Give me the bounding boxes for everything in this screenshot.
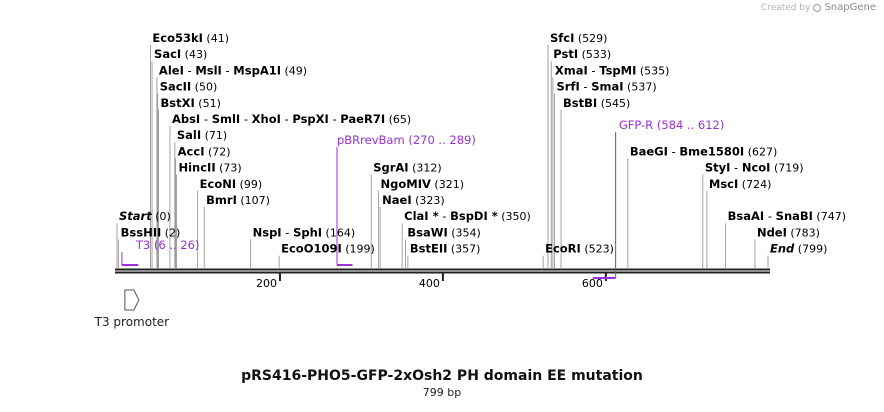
site-label: EcoO109I (199) [281,242,375,256]
site-label: AleI - MslI - MspA1I (49) [159,63,307,77]
site-xmai[interactable]: XmaI - TspMI (535) [552,63,670,268]
site-label: EcoNI (99) [200,177,263,191]
site-ecori[interactable]: EcoRI (523) [542,242,614,268]
site-label: Start (0) [119,209,171,223]
site-label: StyI - NcoI (719) [705,161,804,175]
site-sfci[interactable]: SfcI (529) [547,31,607,268]
site-srfi[interactable]: SrfI - SmaI (537) [554,80,657,268]
site-bsshii[interactable]: BssHII (2) [118,225,181,268]
site-bsteii[interactable]: BstEII (357) [407,242,481,268]
site-hincii[interactable]: HincII (73) [176,161,242,268]
site-label: MscI (724) [709,177,771,191]
site-eco53ki[interactable]: Eco53kI (41) [150,31,229,268]
site-label: SrfI - SmaI (537) [557,80,657,94]
site-bsawi[interactable]: BsaWI (354) [405,225,481,268]
site-label: NdeI (783) [757,225,820,239]
site-label: EcoRI (523) [545,242,614,256]
snapgene-name: SnapGene [824,2,876,13]
primer-pbrrevbam[interactable]: pBRrevBam (270 .. 289) [336,133,476,266]
tick-label: 200 [256,277,277,290]
site-saci[interactable]: SacI (43) [151,47,207,268]
site-psti[interactable]: PstI (533) [550,47,611,268]
site-bstxi[interactable]: BstXI (51) [158,96,221,268]
site-label: SacII (50) [160,80,218,94]
primer-label: pBRrevBam (270 .. 289) [337,133,476,147]
site-msci[interactable]: MscI (724) [706,177,771,268]
site-sali[interactable]: SalI (71) [174,128,227,268]
site-label: AbsI - SmlI - XhoI - PspXI - PaeR7I (65) [172,112,411,126]
site-naei[interactable]: NaeI (323) [379,193,445,268]
site-label: BaeGI - Bme1580I (627) [630,144,777,158]
site-acci[interactable]: AccI (72) [175,144,231,268]
promoter-arrow-icon [124,289,140,311]
site-bmri[interactable]: BmrI (107) [203,193,270,268]
primer-gfp-r[interactable]: GFP-R (584 .. 612) [592,118,725,279]
tick-label: 400 [419,277,440,290]
site-label: XmaI - TspMI (535) [555,63,670,77]
site-nsp1[interactable]: NspI - SphI (164) [250,225,356,268]
site-label: ClaI * - BspDI * (350) [404,209,531,223]
site-styi[interactable]: StyI - NcoI (719) [702,161,804,268]
site-ngomiv[interactable]: NgoMIV (321) [378,177,464,268]
site-absi[interactable]: AbsI - SmlI - XhoI - PspXI - PaeR7I (65) [169,112,411,268]
feature-t3-promoter[interactable]: T3 promoter [94,289,170,329]
site-label: AccI (72) [178,144,231,158]
site-label: SgrAI (312) [373,161,441,175]
site-ndei[interactable]: NdeI (783) [754,225,820,268]
site-label: BssHII (2) [121,225,181,239]
primer-label: T3 (6 .. 26) [135,238,200,252]
site-alei[interactable]: AleI - MslI - MspA1I (49) [156,63,307,268]
primer-label: GFP-R (584 .. 612) [619,118,725,132]
site-start[interactable]: Start (0) [116,209,171,268]
site-baegi[interactable]: BaeGI - Bme1580I (627) [627,144,777,268]
site-label: Eco53kI (41) [152,31,229,45]
snapgene-logo-icon [813,3,822,12]
site-label: BsaAI - SnaBI (747) [728,209,846,223]
plasmid-length: 799 bp [422,386,462,399]
site-label: SalI (71) [177,128,227,142]
tick-label: 600 [582,277,603,290]
primer-t3[interactable]: T3 (6 .. 26) [121,238,200,266]
site-bsaai[interactable]: BsaAI - SnaBI (747) [725,209,846,268]
site-label: NspI - SphI (164) [253,225,356,239]
site-eco0109i[interactable]: EcoO109I (199) [278,242,375,268]
site-label: SacI (43) [154,47,207,61]
site-econi[interactable]: EcoNI (99) [197,177,263,268]
feature-label: T3 promoter [94,315,170,329]
site-sacii[interactable]: SacII (50) [157,80,218,268]
site-end[interactable]: End (799) [767,242,827,268]
site-label: SfcI (529) [550,31,607,45]
site-clai[interactable]: ClaI * - BspDI * (350) [401,209,531,268]
site-bstbi[interactable]: BstBI (545) [560,96,630,268]
site-label: HincII (73) [178,161,241,175]
site-label: BmrI (107) [206,193,270,207]
site-label: BsaWI (354) [407,225,480,239]
site-label: PstI (533) [553,47,611,61]
site-label: BstBI (545) [563,96,630,110]
snapgene-branding: Created by SnapGene [761,2,876,13]
site-label: BstEII (357) [410,242,481,256]
site-sgrai[interactable]: SgrAI (312) [370,161,442,268]
site-label: NgoMIV (321) [381,177,464,191]
site-label: BstXI (51) [161,96,221,110]
site-label: End (799) [770,242,827,256]
plasmid-title: pRS416-PHO5-GFP-2xOsh2 PH domain EE muta… [241,368,643,384]
created-by-text: Created by [760,2,811,13]
site-label: NaeI (323) [382,193,445,207]
